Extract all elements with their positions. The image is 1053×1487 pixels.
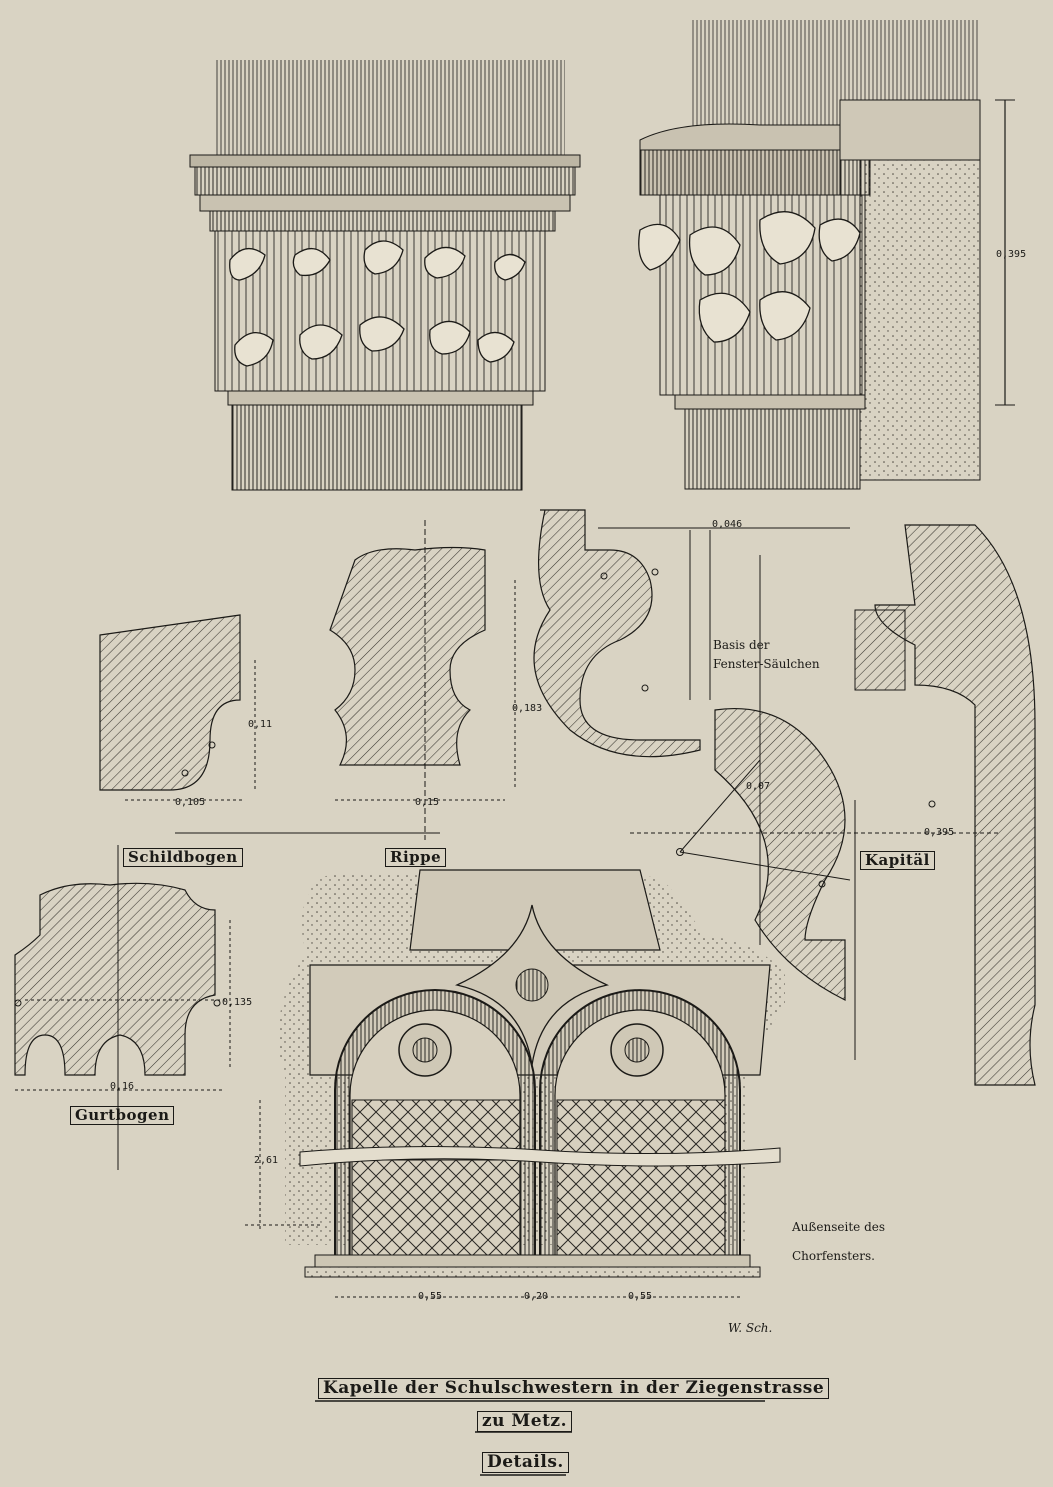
note-aussen-2: Chorfensters. [792, 1249, 875, 1263]
dim-kapitael-height: 0,395 [924, 827, 955, 838]
label-kapitael: Kapitäl [860, 851, 935, 870]
dim-gurt-width: 0,16 [110, 1081, 135, 1092]
window-elevation [245, 869, 785, 1298]
title-line-3: Details. [482, 1452, 569, 1473]
signature: W. Sch. [728, 1321, 773, 1335]
label-rippe: Rippe [385, 848, 447, 867]
dim-gurt-height: 0,135 [222, 997, 253, 1008]
dim-window-mid: 0,20 [524, 1291, 549, 1302]
dim-rippe-width: 0,15 [415, 797, 440, 808]
title-line-1: Kapelle der Schulschwestern in der Ziege… [318, 1378, 830, 1399]
label-schildbogen: Schildbogen [123, 848, 243, 867]
note-aussen-1: Außenseite des [792, 1220, 886, 1234]
note-basis-1: Basis der [713, 638, 770, 652]
dim-window-height: 2,61 [254, 1155, 279, 1166]
dim-rippe-height: 0,183 [512, 703, 543, 714]
dim-window-left: 0,55 [418, 1291, 443, 1302]
title-line-2: zu Metz. [477, 1411, 572, 1432]
profile-rippe [175, 520, 516, 840]
profile-kapitael [533, 509, 1036, 1086]
title-frames [315, 1400, 765, 1476]
capital-drawing-left [189, 60, 581, 491]
dim-top-width: 0,046 [712, 519, 743, 530]
dim-window-right: 0,55 [628, 1291, 653, 1302]
label-gurtbogen: Gurtbogen [70, 1106, 175, 1125]
profile-schildbogen [99, 614, 256, 801]
dim-schild-small: 0,11 [248, 719, 273, 730]
dim-mid: 0,07 [746, 781, 771, 792]
note-basis-2: Fenster-Säulchen [713, 657, 820, 671]
dim-schild-width: 0,105 [175, 797, 206, 808]
dim-capital-height: 0,395 [996, 249, 1027, 260]
profile-gurtbogen [14, 845, 231, 1170]
capital-drawing-right [638, 20, 1015, 490]
